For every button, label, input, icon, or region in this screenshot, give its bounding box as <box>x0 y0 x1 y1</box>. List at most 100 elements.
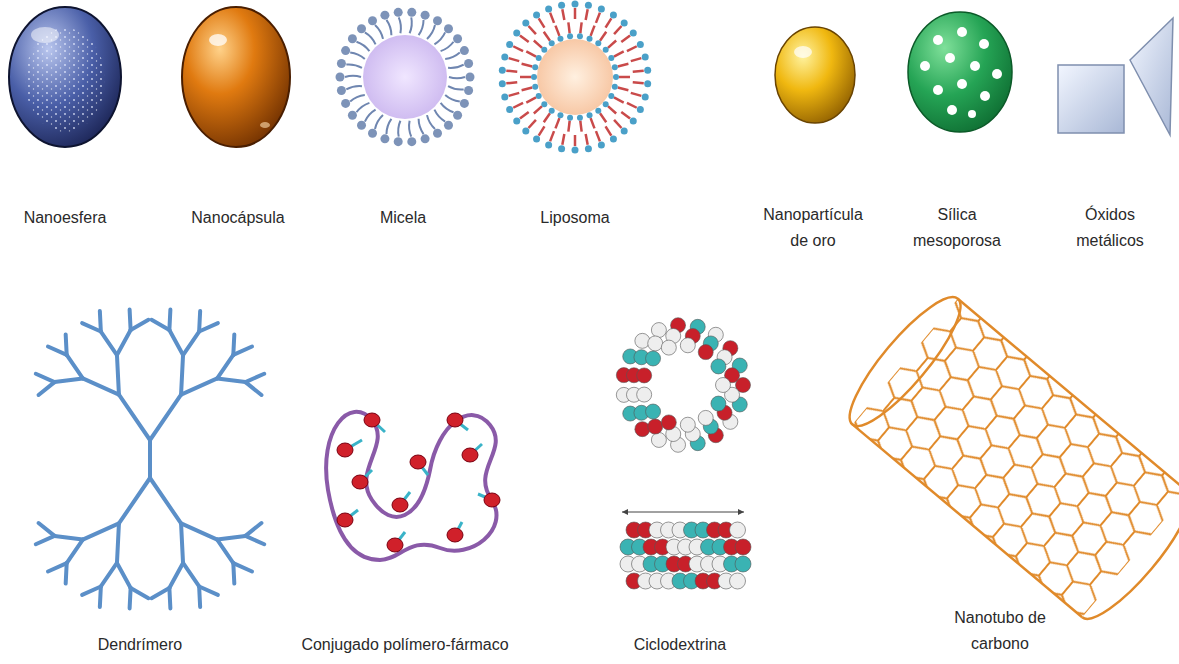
lipid-head <box>444 24 453 33</box>
lipid-head <box>558 145 565 152</box>
dendrimer-branch <box>48 563 67 571</box>
lipid-tail <box>580 121 581 132</box>
lipid-head <box>577 33 583 39</box>
drug-molecule <box>447 413 463 427</box>
atom <box>635 422 650 437</box>
lipid-head <box>637 41 644 48</box>
item-label: Conjugado polímero-fármaco <box>285 632 525 658</box>
dendrimer-branch <box>233 563 252 571</box>
dendrimer-branch <box>181 523 217 539</box>
lipid-head <box>453 111 462 120</box>
lipid-tail <box>509 93 520 96</box>
lipid-tail <box>614 97 624 102</box>
lipid-head <box>341 46 350 55</box>
lipid-tail <box>562 9 564 20</box>
atom <box>646 404 661 419</box>
lipid-tail <box>606 126 612 135</box>
lipid-head <box>336 73 345 82</box>
dendrimer-branch <box>233 334 234 355</box>
dendrimer-branch <box>150 395 181 440</box>
drug-molecule <box>484 493 500 507</box>
atom <box>698 410 713 425</box>
atom <box>711 359 726 374</box>
atom <box>651 323 666 338</box>
dendrimer-branch <box>233 347 252 355</box>
atom <box>648 336 663 351</box>
dendrimer-branch <box>67 540 83 564</box>
lipid-head <box>380 134 389 143</box>
lipid-tail <box>520 76 531 79</box>
atom <box>646 351 661 366</box>
lipid-head <box>394 8 403 17</box>
lipid-tail <box>619 76 630 79</box>
lipid-tail <box>539 126 545 135</box>
lipid-tail <box>633 82 644 83</box>
lipid-tail <box>586 9 588 20</box>
dendrimer-branch <box>199 586 218 594</box>
lipid-tail <box>591 26 595 36</box>
dendrimer-branch <box>130 588 131 609</box>
dendrimer-branch <box>100 586 101 607</box>
lipid-head <box>501 93 508 100</box>
lipid-head <box>533 136 540 143</box>
lipid-head <box>460 46 469 55</box>
lipid-tail <box>614 26 621 34</box>
lipid-head <box>506 41 513 48</box>
lipid-head <box>567 115 573 121</box>
lipid-head <box>612 64 618 70</box>
lipid-head <box>621 127 628 134</box>
lipid-tail <box>345 76 361 77</box>
dendrimer-branch <box>245 536 264 544</box>
atom <box>648 419 663 434</box>
drug-molecule <box>337 513 353 527</box>
lipid-tail <box>633 71 644 72</box>
lipid-tail <box>534 41 542 48</box>
lipid-tail <box>346 86 362 89</box>
lipid-head <box>536 93 542 99</box>
lipid-head <box>598 142 605 149</box>
atom <box>661 340 676 355</box>
atom <box>730 573 746 589</box>
drug-molecule <box>462 448 478 462</box>
lipid-head <box>598 5 605 12</box>
item-label: Micela <box>348 205 458 231</box>
lipid-head <box>549 108 555 114</box>
lipid-tail <box>441 103 454 112</box>
lipid-tail <box>534 106 542 113</box>
lipid-tail <box>419 119 424 134</box>
lipid-head <box>533 11 540 18</box>
lipid-head <box>522 20 529 27</box>
lipid-tail <box>544 32 550 41</box>
lipid-tail <box>606 18 612 27</box>
lipid-tail <box>350 95 365 102</box>
dendrimer-branch <box>183 563 199 587</box>
lipid-head <box>513 30 520 37</box>
lipid-tail <box>574 8 577 19</box>
lipid-head <box>603 47 609 53</box>
dendrimer-branch <box>199 586 200 607</box>
lipid-head <box>595 40 601 46</box>
dendrimer-branch <box>83 378 119 394</box>
lipid-head <box>572 1 579 8</box>
lipid-tail <box>631 93 642 96</box>
item-label: Nanoesfera <box>0 205 130 231</box>
lipid-tail <box>520 112 529 119</box>
lipid-head <box>637 106 644 113</box>
lipid-head <box>513 117 520 124</box>
dendrimer-branch <box>130 310 131 331</box>
dendrimer-branch <box>181 523 183 563</box>
dendrimer-branch <box>48 347 67 355</box>
lipid-head <box>532 84 538 90</box>
drug-molecule <box>387 538 403 552</box>
lipid-head <box>522 127 529 134</box>
lipid-tail <box>529 26 536 34</box>
lipid-tail <box>544 113 550 122</box>
dendrimer-branch <box>66 334 67 355</box>
dendrimer-branch <box>67 355 83 379</box>
lipid-tail <box>522 88 533 91</box>
atom <box>735 556 751 572</box>
dendrimer-branch <box>199 323 218 331</box>
lipid-head <box>466 73 475 82</box>
